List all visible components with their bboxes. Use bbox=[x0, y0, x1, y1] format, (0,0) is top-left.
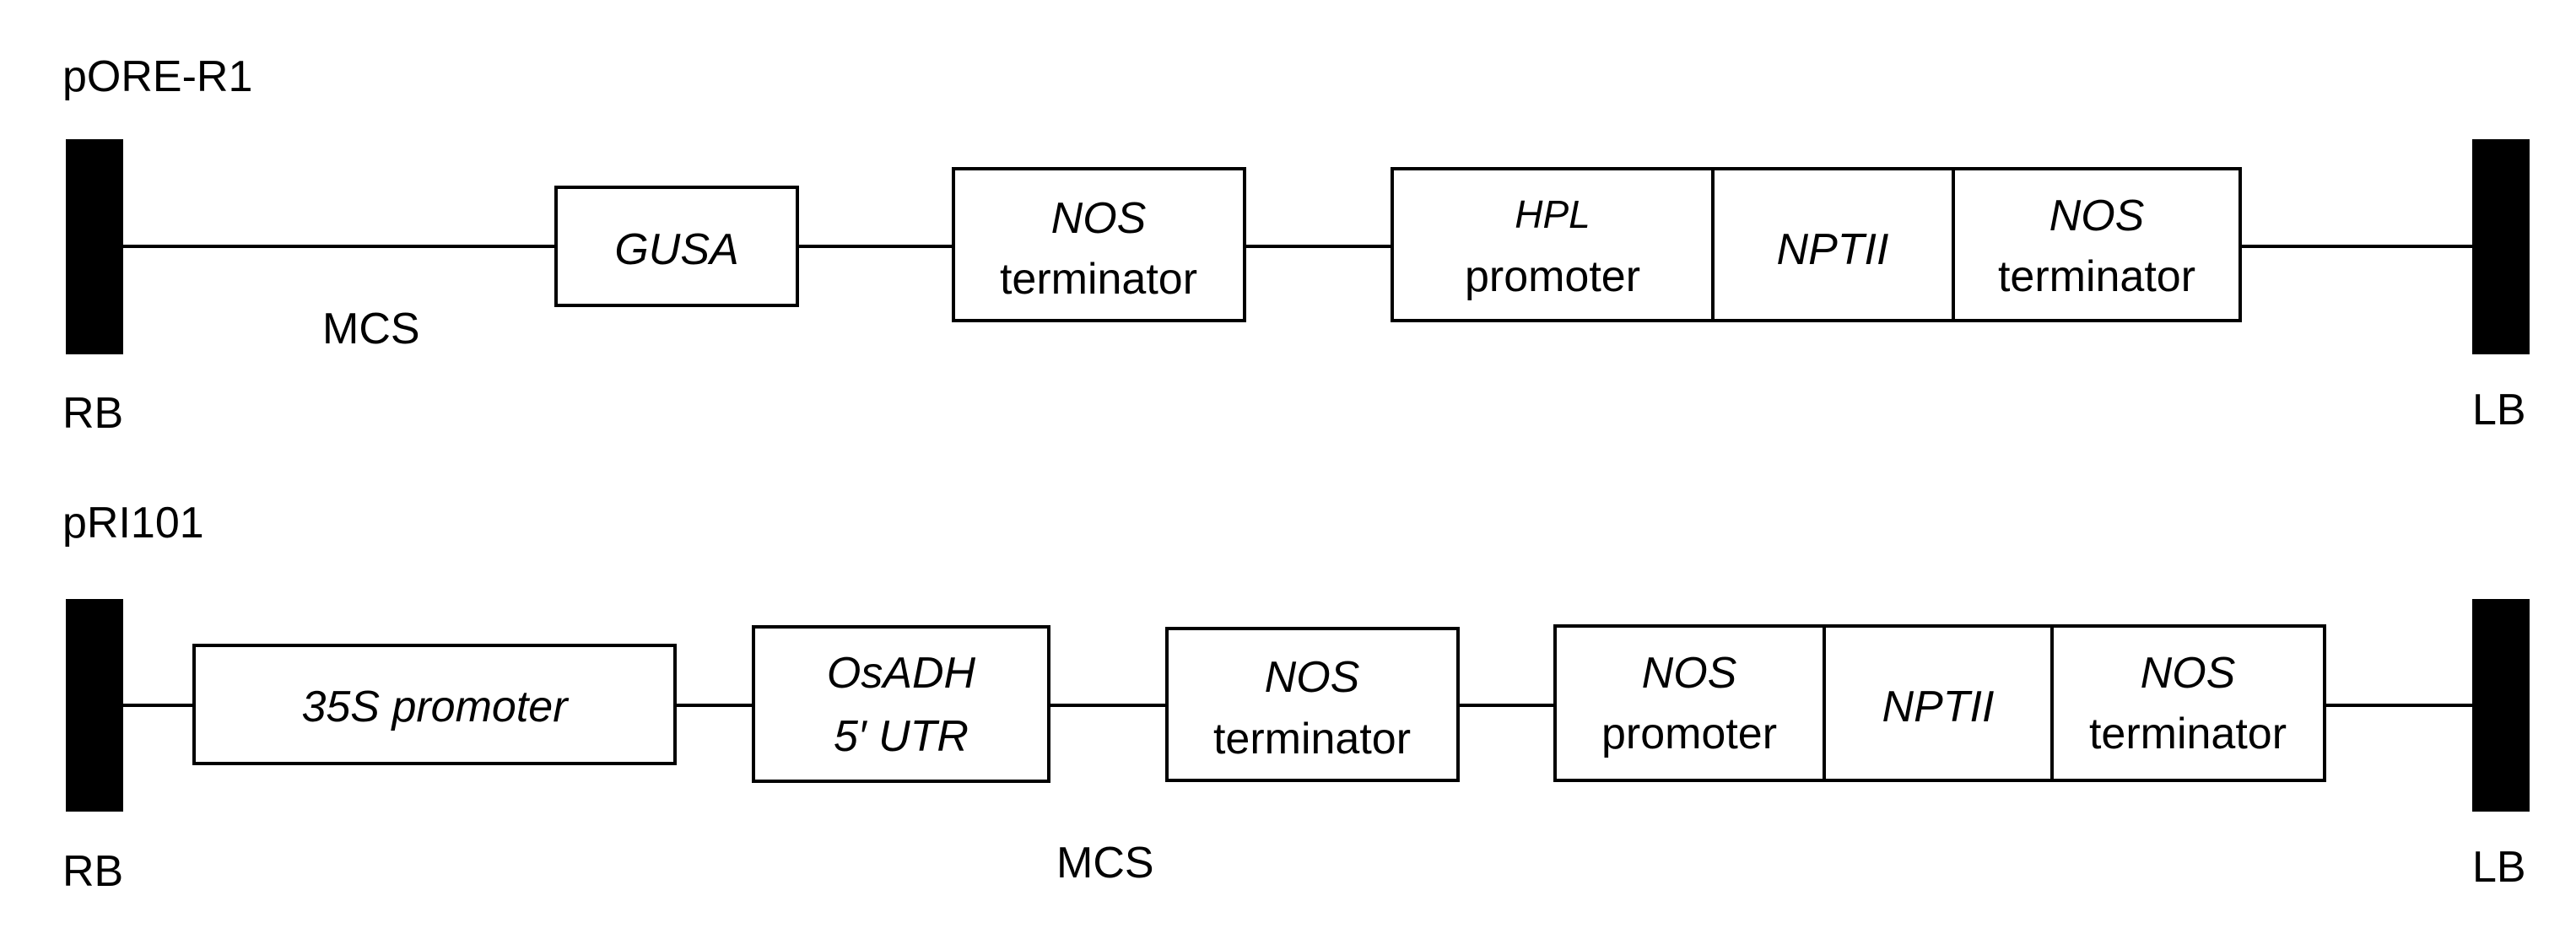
construct-title: pORE-R1 bbox=[62, 52, 252, 101]
element-label: 5′ UTR bbox=[834, 712, 969, 761]
mcs-label: MCS bbox=[322, 305, 420, 353]
element-selection-cassette: HPL promoter NPTII NOS terminator bbox=[1391, 167, 2242, 322]
right-border-label: RB bbox=[62, 847, 123, 896]
construct-title: pRI101 bbox=[62, 499, 204, 548]
element-label: promoter bbox=[1465, 252, 1640, 301]
right-border-bar bbox=[66, 139, 123, 354]
element-label: NOS bbox=[2049, 192, 2145, 240]
element-label: terminator bbox=[2089, 710, 2287, 758]
left-border-label: LB bbox=[2472, 386, 2526, 434]
element-35s-promoter: 35S promoter bbox=[192, 644, 677, 765]
element-label: promoter bbox=[1601, 710, 1777, 758]
element-label: NPTII bbox=[1777, 225, 1889, 274]
element-label: NOS bbox=[1642, 649, 1737, 698]
element-label: 35S promoter bbox=[301, 683, 570, 731]
element-label: GUSA bbox=[614, 225, 738, 274]
left-border-bar bbox=[2472, 599, 2530, 812]
element-label: NOS bbox=[1051, 194, 1147, 243]
element-label: HPL bbox=[1515, 192, 1590, 236]
element-label: OsADH bbox=[827, 649, 976, 698]
element-label: NPTII bbox=[1882, 683, 1995, 731]
element-label: terminator bbox=[1000, 255, 1197, 304]
left-border-bar bbox=[2472, 139, 2530, 354]
element-label: NOS bbox=[2141, 649, 2236, 698]
element-nos-terminator: NOS terminator bbox=[952, 167, 1246, 322]
element-selection-cassette: NOS promoter NPTII NOS terminator bbox=[1553, 624, 2326, 782]
element-label: terminator bbox=[1213, 715, 1411, 764]
element-osadh-5utr: OsADH 5′ UTR bbox=[752, 625, 1050, 783]
element-gusa: GUSA bbox=[554, 186, 799, 307]
right-border-bar bbox=[66, 599, 123, 812]
element-nos-terminator: NOS terminator bbox=[1165, 627, 1460, 782]
mcs-label: MCS bbox=[1056, 839, 1154, 888]
right-border-label: RB bbox=[62, 389, 123, 438]
construct-pri101: pRI101 RB LB MCS 35S promoter OsADH 5′ U… bbox=[62, 499, 2530, 896]
construct-pore-r1: pORE-R1 RB LB MCS GUSA NOS terminator HP… bbox=[62, 52, 2530, 438]
element-label: NOS bbox=[1265, 653, 1360, 702]
element-label: terminator bbox=[1998, 252, 2195, 301]
left-border-label: LB bbox=[2472, 843, 2526, 892]
